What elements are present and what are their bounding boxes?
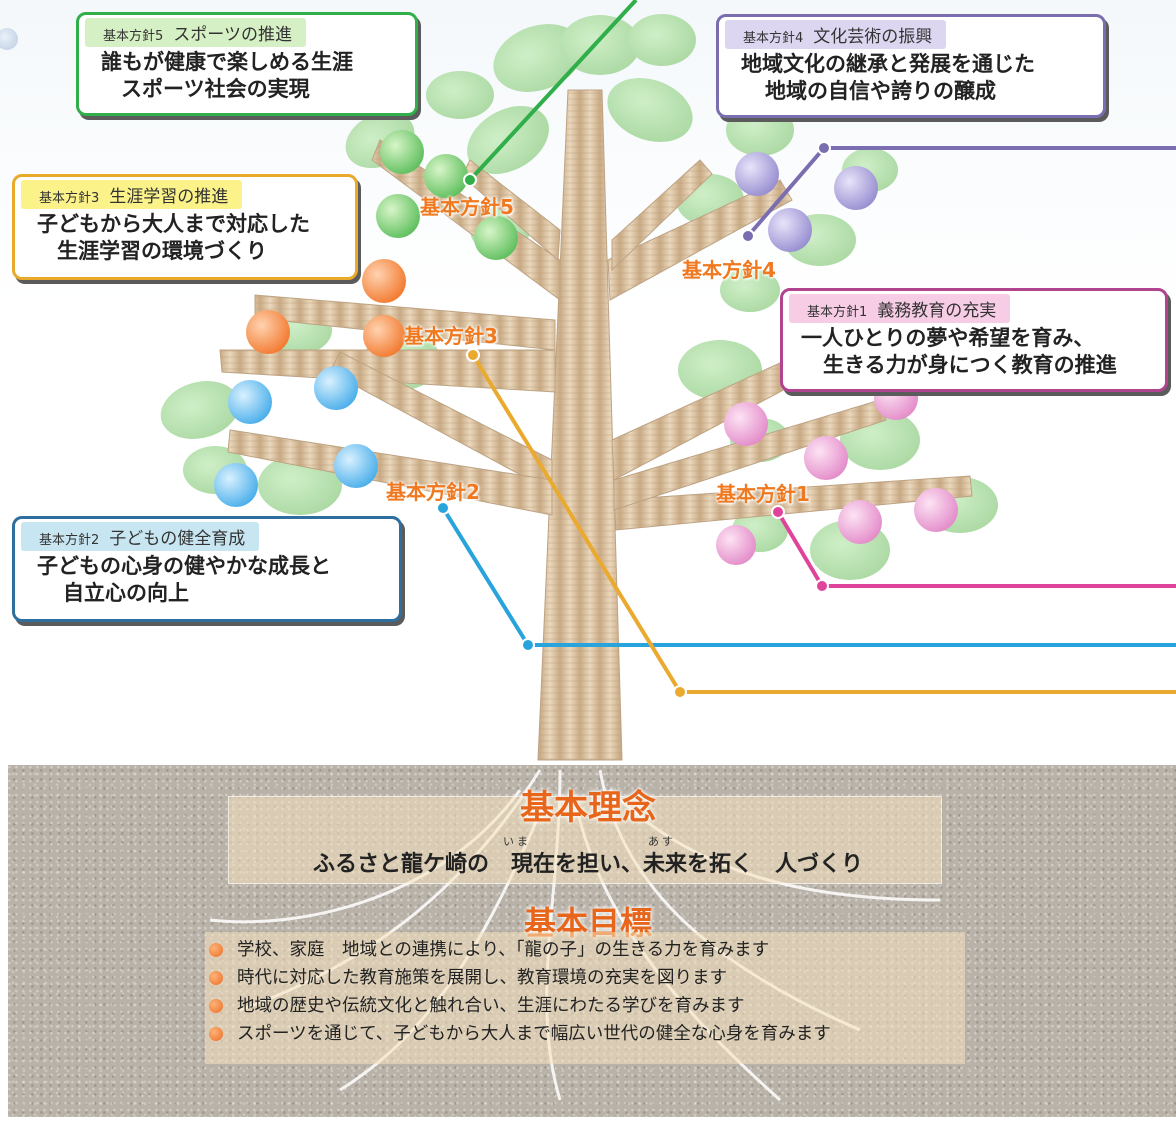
- philosophy-title: 基本理念: [520, 788, 656, 828]
- goal-item: スポーツを通じて、子どもから大人まで幅広い世代の健全な心身を育みます: [205, 1020, 965, 1048]
- policy-box-1: 基本方針1 義務教育の充実 一人ひとりの夢や希望を育み、 生きる力が身につく教育の…: [780, 288, 1168, 392]
- policy-tab-5: 基本方針5 スポーツの推進: [85, 18, 306, 47]
- goal-text: 学校、家庭 地域との連携により、「龍の子」の生きる力を育みます: [237, 940, 770, 960]
- policy-line: 一人ひとりの夢や希望を育み、: [801, 326, 1095, 350]
- policy-line: 自立心の向上: [63, 581, 189, 605]
- bullet-icon: [209, 999, 223, 1013]
- policy-line: 誰もが健康で楽しめる生涯: [101, 50, 353, 74]
- policy-number: 基本方針5: [103, 29, 164, 44]
- bullet-icon: [209, 971, 223, 985]
- philosophy-plate: [228, 796, 942, 884]
- policy-description: 一人ひとりの夢や希望を育み、 生きる力が身につく教育の推進: [783, 323, 1165, 379]
- policy-box-2: 基本方針2 子どもの健全育成 子どもの心身の健やかな成長と 自立心の向上: [12, 516, 402, 622]
- branch-label-2: 基本方針2: [386, 480, 480, 504]
- policy-title: 義務教育の充実: [877, 301, 997, 321]
- policy-description: 地域文化の継承と発展を通じた 地域の自信や誇りの醸成: [719, 49, 1103, 105]
- connector-dots: [436, 141, 831, 699]
- philosophy-text: ふるさと龍ケ崎の 現在を担い、未来を拓く 人づくり: [312, 852, 863, 877]
- goal-text: 時代に対応した教育施策を展開し、教育環境の充実を図ります: [237, 968, 727, 988]
- policy-tab-2: 基本方針2 子どもの健全育成: [21, 522, 260, 551]
- ruby-ima: いま: [503, 835, 531, 848]
- policy-line: 地域の自信や誇りの醸成: [765, 79, 996, 103]
- ruby-asu: あす: [648, 835, 676, 848]
- policy-number: 基本方針2: [39, 533, 100, 548]
- policy-line: 地域文化の継承と発展を通じた: [741, 52, 1035, 76]
- policy-title: 子どもの健全育成: [109, 529, 246, 549]
- branch-label-3: 基本方針3: [404, 324, 498, 348]
- goal-item: 学校、家庭 地域との連携により、「龍の子」の生きる力を育みます: [205, 936, 965, 964]
- bullet-icon: [209, 943, 223, 957]
- bullet-icon: [209, 1027, 223, 1041]
- policy-number: 基本方針1: [807, 305, 868, 320]
- policy-description: 誰もが健康で楽しめる生涯 スポーツ社会の実現: [79, 47, 415, 103]
- goal-item: 時代に対応した教育施策を展開し、教育環境の充実を図ります: [205, 964, 965, 992]
- policy-box-5: 基本方針5 スポーツの推進 誰もが健康で楽しめる生涯 スポーツ社会の実現: [76, 12, 418, 116]
- branch-label-5: 基本方針5: [420, 195, 514, 219]
- goal-text: スポーツを通じて、子どもから大人まで幅広い世代の健全な心身を育みます: [237, 1024, 831, 1044]
- apples-policy-3: [246, 259, 406, 357]
- goals-list: 学校、家庭 地域との連携により、「龍の子」の生きる力を育みます 時代に対応した教…: [205, 932, 965, 1064]
- policy-number: 基本方針3: [39, 191, 100, 206]
- policy-box-4: 基本方針4 文化芸術の振興 地域文化の継承と発展を通じた 地域の自信や誇りの醸成: [716, 14, 1106, 118]
- policy-tab-4: 基本方針4 文化芸術の振興: [725, 20, 947, 49]
- policy-line: 子どもから大人まで対応した: [37, 212, 310, 236]
- policy-line: 生涯学習の環境づくり: [57, 239, 267, 263]
- branch-label-1: 基本方針1: [716, 482, 810, 506]
- apples-policy-5: [376, 130, 518, 260]
- policy-title: 文化芸術の振興: [813, 27, 933, 47]
- apples-policy-2: [214, 366, 378, 507]
- flower-decoration-icon: [0, 28, 18, 50]
- policy-description: 子どもから大人まで対応した 生涯学習の環境づくり: [15, 209, 355, 265]
- apples-policy-4: [735, 152, 878, 252]
- goal-item: 地域の歴史や伝統文化と触れ合い、生涯にわたる学びを育みます: [205, 992, 965, 1020]
- policy-line: スポーツ社会の実現: [121, 77, 310, 101]
- branch-label-4: 基本方針4: [682, 258, 776, 282]
- policy-title: スポーツの推進: [173, 25, 292, 45]
- tree-trunk: [219, 89, 973, 761]
- connector-policy-5: [468, 0, 638, 182]
- goal-text: 地域の歴史や伝統文化と触れ合い、生涯にわたる学びを育みます: [237, 996, 745, 1016]
- policy-number: 基本方針4: [743, 31, 804, 46]
- policy-tab-3: 基本方針3 生涯学習の推進: [21, 180, 243, 209]
- policy-box-3: 基本方針3 生涯学習の推進 子どもから大人まで対応した 生涯学習の環境づくり: [12, 174, 358, 280]
- policy-title: 生涯学習の推進: [109, 187, 229, 207]
- policy-line: 子どもの心身の健やかな成長と: [37, 554, 331, 578]
- policy-line: 生きる力が身につく教育の推進: [823, 353, 1117, 377]
- policy-description: 子どもの心身の健やかな成長と 自立心の向上: [15, 551, 399, 607]
- policy-tab-1: 基本方針1 義務教育の充実: [789, 294, 1011, 323]
